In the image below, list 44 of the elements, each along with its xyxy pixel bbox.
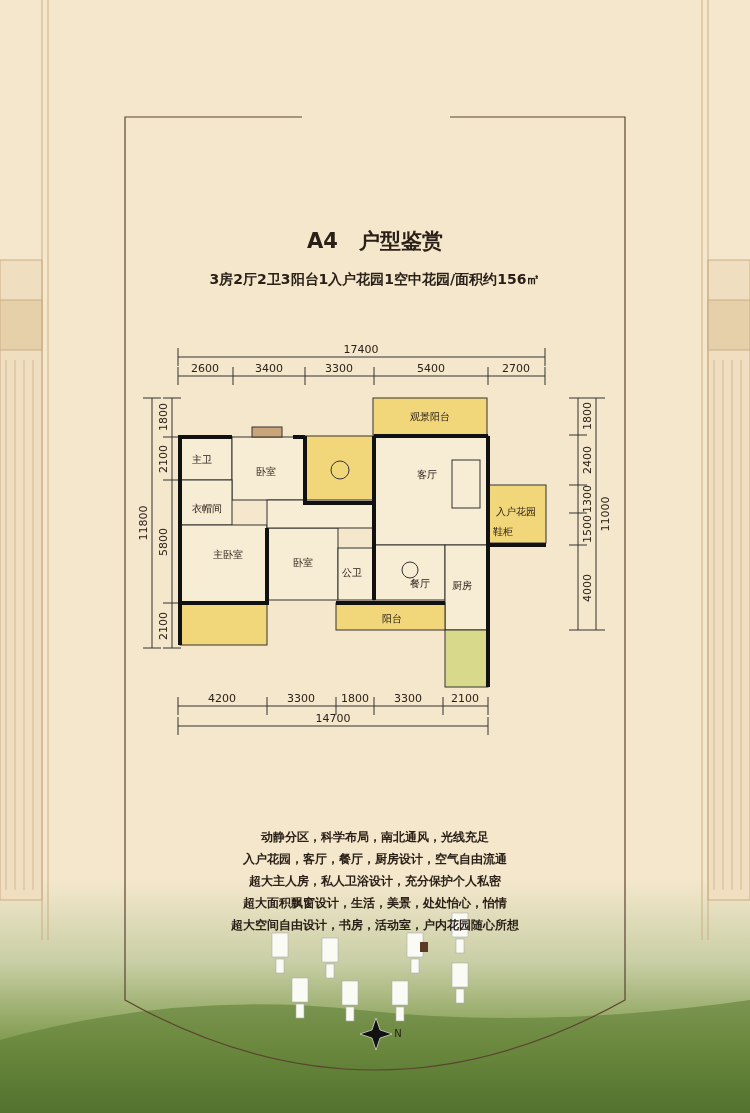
subtitle: 3房2厅2卫3阳台1入户花园1空中花园/面积约156㎡ — [209, 272, 541, 286]
room-label: 鞋柜 — [493, 527, 513, 537]
dimension-text: 2700 — [502, 362, 530, 374]
dimension-text: 4200 — [208, 692, 236, 704]
description-text: 超大主人房，私人卫浴设计，充分保护个人私密 — [249, 875, 501, 887]
room-label: 入户花园 — [496, 507, 536, 517]
room-label: 厨房 — [452, 581, 472, 591]
dimension-text: 17400 — [343, 343, 379, 355]
room-label: 观景阳台 — [410, 412, 450, 422]
dimension-text: 1800 — [157, 403, 169, 431]
dimension-text: 5800 — [157, 528, 169, 556]
dimension-text: 1300 — [581, 485, 593, 513]
dimension-text: 2100 — [157, 612, 169, 640]
room-label: 阳台 — [382, 614, 402, 624]
dimension-text: 2100 — [451, 692, 479, 704]
dimension-text: 3300 — [287, 692, 315, 704]
room-label: 主卧室 — [213, 550, 243, 560]
room-label: 衣帽间 — [192, 504, 222, 514]
room-label: 主卫 — [192, 455, 212, 465]
dimension-text: 1800 — [581, 402, 593, 430]
room-label: 餐厅 — [410, 579, 430, 589]
dimension-text: 1800 — [341, 692, 369, 704]
dimension-text: 1500 — [581, 515, 593, 543]
dimension-text: 2400 — [581, 446, 593, 474]
north-label: N — [394, 1029, 402, 1039]
room-label: 客厅 — [417, 470, 437, 480]
description-text: 超大空间自由设计，书房，活动室，户内花园随心所想 — [231, 919, 519, 931]
dimension-text: 5400 — [417, 362, 445, 374]
description-text: 超大面积飘窗设计，生活，美景，处处怡心，怡情 — [243, 897, 507, 909]
dimension-text: 3400 — [255, 362, 283, 374]
dimension-text: 4000 — [581, 574, 593, 602]
dimension-text: 11000 — [599, 496, 611, 532]
dimension-text: 3300 — [394, 692, 422, 704]
description-text: 动静分区，科学布局，南北通风，光线充足 — [261, 831, 489, 843]
description-text: 入户花园，客厅，餐厅，厨房设计，空气自由流通 — [243, 853, 507, 865]
dimension-text: 2600 — [191, 362, 219, 374]
title: A4 户型鉴赏 — [307, 230, 443, 252]
dimension-text: 3300 — [325, 362, 353, 374]
room-label: 公卫 — [342, 568, 362, 578]
dimension-text: 11800 — [137, 505, 149, 541]
room-label: 卧室 — [256, 467, 276, 477]
dimension-text: 14700 — [315, 712, 351, 724]
room-label: 卧室 — [293, 558, 313, 568]
dimension-text: 2100 — [157, 445, 169, 473]
